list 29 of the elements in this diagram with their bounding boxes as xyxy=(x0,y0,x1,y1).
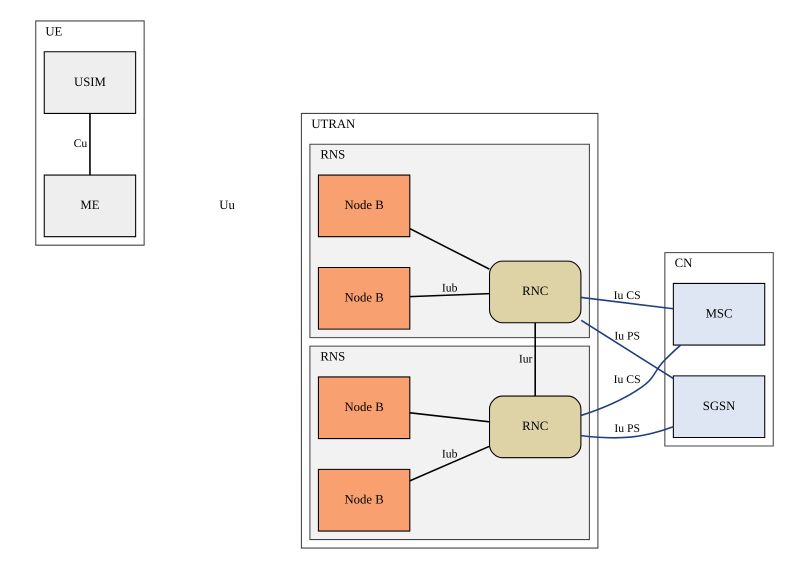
edge-label: Cu xyxy=(73,137,87,150)
node-box: RNC xyxy=(488,260,581,324)
node-box: Node B xyxy=(317,174,410,238)
node-box: Node B xyxy=(317,266,410,330)
connector xyxy=(409,412,489,423)
label: Uu xyxy=(218,198,234,212)
edge-label: Iu PS xyxy=(614,330,640,343)
edge-label: Iu CS xyxy=(613,373,640,386)
connector xyxy=(580,426,674,439)
edge-label: Iub xyxy=(441,282,457,295)
edge-label: Iu CS xyxy=(613,289,640,302)
connector xyxy=(88,114,90,175)
node-box: SGSN xyxy=(672,375,765,438)
connector xyxy=(534,322,536,396)
connector xyxy=(580,344,680,416)
node-box: Node B xyxy=(317,468,410,532)
connector xyxy=(409,228,490,270)
connector xyxy=(580,320,674,380)
node-box: RNC xyxy=(488,396,581,458)
node-box: ME xyxy=(43,174,136,238)
connector xyxy=(580,296,673,310)
node-box: Node B xyxy=(317,376,410,440)
edge-label: Iub xyxy=(441,448,457,461)
edge-label: Iur xyxy=(518,352,532,366)
edge-label: Iu PS xyxy=(614,422,640,435)
node-box: MSC xyxy=(672,282,765,346)
connector xyxy=(409,292,489,298)
node-box: USIM xyxy=(43,51,136,114)
connector xyxy=(409,446,490,482)
